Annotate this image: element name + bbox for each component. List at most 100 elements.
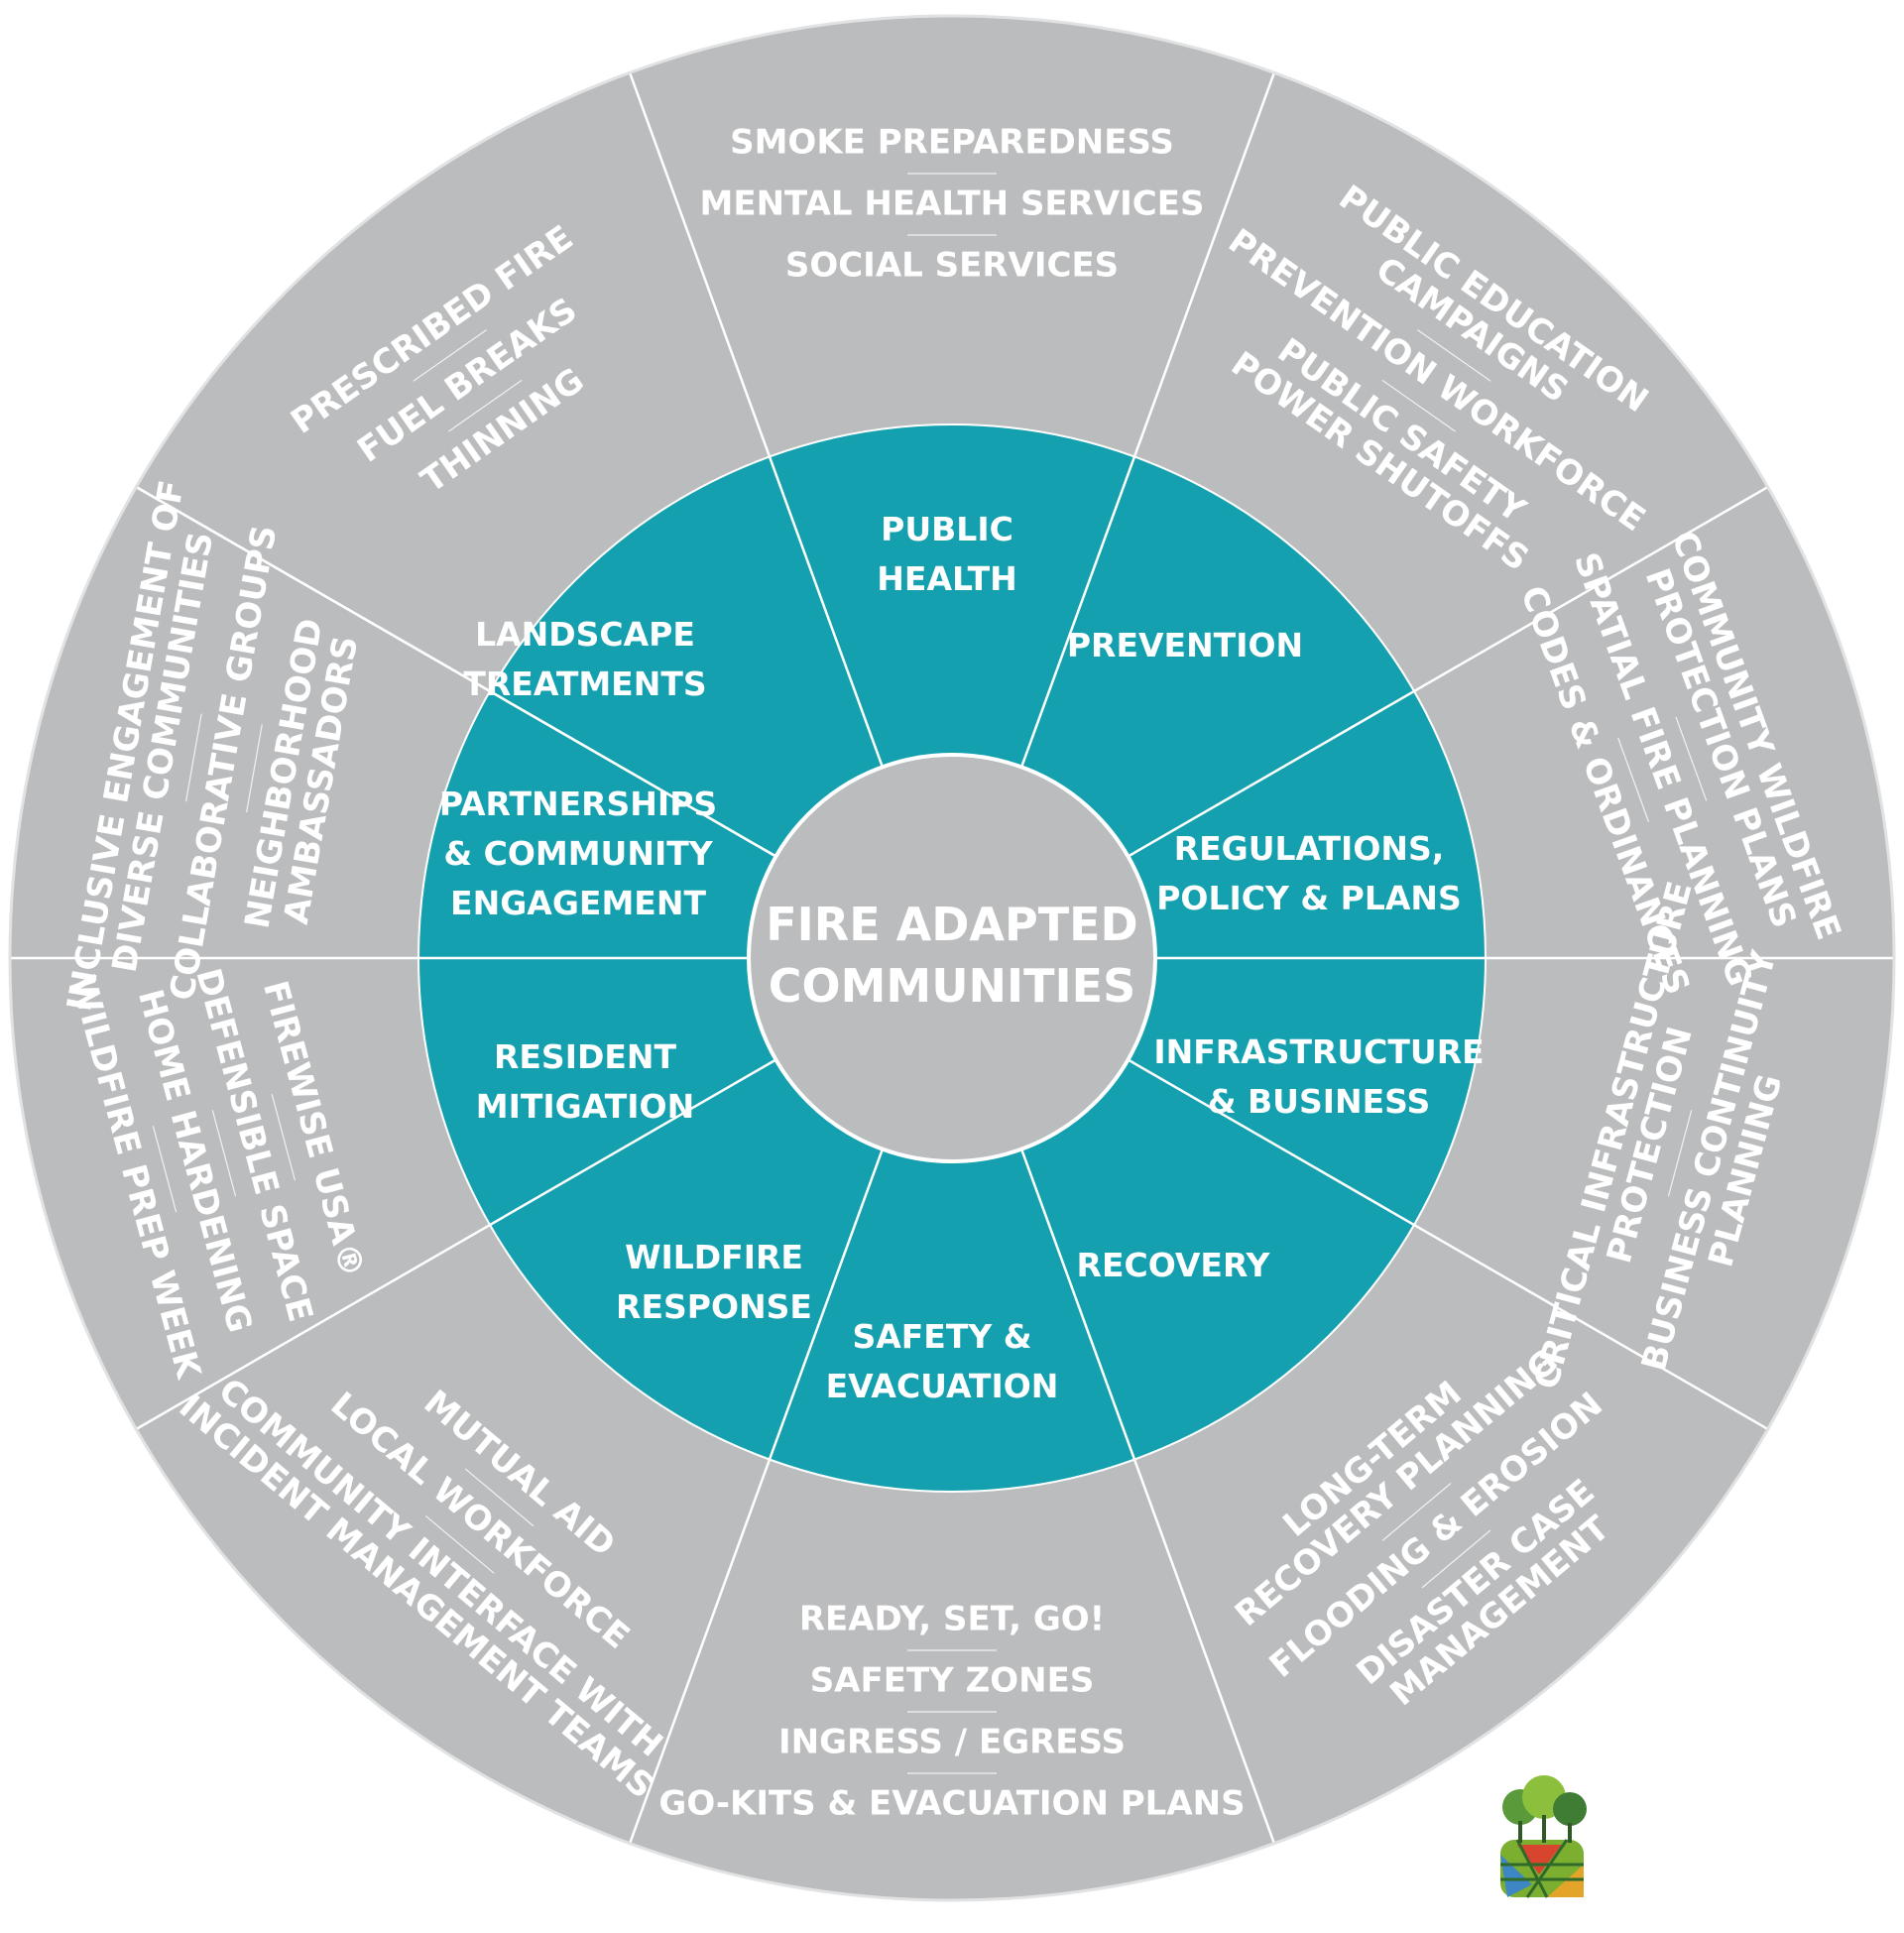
outer-segment-partnerships-community-engagement: [10, 487, 491, 958]
inner-segment-safety-evacuation: [769, 1147, 1135, 1492]
activity-line: INGRESS / EGRESS: [778, 1723, 1126, 1762]
activity-separator: [1667, 1110, 1693, 1197]
sector-name-recovery: RECOVERY: [1077, 1246, 1271, 1284]
activity-separator: [211, 1110, 237, 1197]
center-title-line: COMMUNITIES: [769, 959, 1135, 1013]
sector-name-infrastructure-business: INFRASTRUCTURE & BUSINESS: [1153, 1032, 1484, 1121]
inner-segment-wildfire-response: [490, 1058, 884, 1460]
center-title: FIRE ADAPTED COMMUNITIES: [766, 898, 1137, 1013]
activity-line: MENTAL HEALTH SERVICES: [700, 184, 1205, 224]
sector-divider: [1019, 1148, 1276, 1845]
activity-separator: [1617, 737, 1650, 822]
center-title-line: FIRE ADAPTED: [766, 898, 1137, 951]
activity-line: SMOKE PREPAREDNESS: [730, 123, 1174, 163]
activity-separator: [1421, 1529, 1491, 1589]
activity-line: SOCIAL SERVICES: [785, 246, 1119, 286]
activity-separator: [448, 379, 523, 432]
sector-name-line: TREATMENTS: [463, 664, 706, 703]
outer-segment-landscape-treatments: [136, 72, 770, 692]
sector-name-prevention: PREVENTION: [1067, 626, 1303, 664]
learning-network-logo: FIRE ADAPTED COMMUNITIES LEARNING NETWOR…: [1500, 1775, 1904, 1903]
sector-name-line: MITIGATION: [476, 1087, 694, 1126]
sector-name-line: EVACUATION: [826, 1367, 1059, 1405]
activity-separator: [184, 713, 202, 802]
sector-name-resident-mitigation: RESIDENT MITIGATION: [476, 1037, 694, 1126]
sector-divider: [1127, 1058, 1769, 1431]
sector-name-wildfire-response: WILDFIRE RESPONSE: [616, 1238, 812, 1326]
inner-segment-landscape-treatments: [490, 456, 884, 858]
activity-separator: [246, 724, 263, 813]
sector-divider: [628, 1148, 885, 1845]
sector-name-line: HEALTH: [877, 559, 1016, 598]
outer-segment-prevention: [1134, 72, 1768, 692]
activity-item: GO-KITS & EVACUATION PLANS: [658, 1784, 1245, 1824]
sector-divider: [1127, 485, 1769, 858]
inner-segment-prevention: [1020, 456, 1414, 858]
logo-line-1: FIRE ADAPTED: [1599, 1786, 1904, 1836]
sector-name-line: RESPONSE: [616, 1287, 812, 1326]
outer-segment-regulations-policy-plans: [1413, 487, 1894, 958]
activity-separator: [1417, 329, 1491, 382]
sector-name-line: PREVENTION: [1067, 626, 1303, 664]
sector-name-line: INFRASTRUCTURE: [1153, 1032, 1484, 1071]
activity-separator: [1381, 1483, 1452, 1541]
activity-item: READY, SET, GO!: [799, 1600, 1105, 1639]
center-circle: [747, 753, 1157, 1163]
activity-separator: [424, 1515, 495, 1574]
activity-separator: [152, 1126, 178, 1213]
activities-safety-evacuation: READY, SET, GO! SAFETY ZONES INGRESS / EGR…: [658, 1600, 1245, 1824]
wheel-sectors: [9, 16, 1894, 1901]
activity-item: SAFETY ZONES: [810, 1661, 1095, 1701]
sector-name-line: PARTNERSHIPS: [439, 785, 717, 823]
activities-public-health: SMOKE PREPAREDNESS MENTAL HEALTH SERVICES…: [700, 123, 1205, 286]
wheel-outline: [8, 14, 1896, 1902]
inner-segment-partnerships-community-engagement: [418, 691, 778, 958]
outer-segment-infrastructure-business: [1413, 958, 1894, 1429]
activity-separator: [1381, 379, 1456, 432]
sector-name-line: SAFETY &: [852, 1317, 1031, 1356]
ring-divider: [417, 423, 1487, 1493]
sector-name-line: & COMMUNITY: [443, 834, 713, 873]
logo-line-3: LEARNING NETWORK: [1601, 1877, 1904, 1903]
sector-name-line: RECOVERY: [1077, 1246, 1271, 1284]
sector-name-partnerships-community-engagement: PARTNERSHIPS & COMMUNITY ENGAGEMENT: [439, 785, 717, 922]
sector-name-line: RESIDENT: [494, 1037, 677, 1076]
outer-segment-safety-evacuation: [630, 1459, 1274, 1901]
activity-separator: [271, 1094, 297, 1181]
activity-item: MENTAL HEALTH SERVICES: [700, 184, 1205, 224]
logo-line-2: COMMUNITIES: [1599, 1828, 1904, 1877]
sector-divider: [135, 485, 777, 858]
sector-name-landscape-treatments: LANDSCAPE TREATMENTS: [463, 615, 706, 703]
sector-name-line: ENGAGEMENT: [450, 884, 706, 922]
inner-segment-public-health: [769, 424, 1135, 770]
tree-logo-icon: [1500, 1775, 1587, 1898]
activity-item: SOCIAL SERVICES: [785, 246, 1119, 286]
outer-segment-recovery: [1134, 1225, 1768, 1844]
sector-name-public-health: PUBLIC HEALTH: [877, 510, 1016, 598]
sector-name-line: PUBLIC: [881, 510, 1013, 548]
sector-name-line: WILDFIRE: [625, 1238, 803, 1276]
outer-segment-resident-mitigation: [9, 958, 491, 1429]
inner-segment-infrastructure-business: [1126, 958, 1486, 1225]
inner-segment-recovery: [1020, 1058, 1414, 1460]
sector-divider: [628, 71, 885, 768]
sector-name-safety-evacuation: SAFETY & EVACUATION: [826, 1317, 1059, 1405]
sector-name-line: & BUSINESS: [1208, 1082, 1430, 1121]
inner-segment-regulations-policy-plans: [1126, 691, 1486, 958]
sector-divider: [1019, 71, 1276, 768]
outer-segment-public-health: [630, 16, 1274, 457]
sector-name-line: REGULATIONS,: [1174, 829, 1445, 868]
wheel-dividers: [8, 14, 1896, 1902]
sector-divider: [135, 1058, 777, 1431]
activity-line: GO-KITS & EVACUATION PLANS: [658, 1784, 1245, 1824]
activity-separator: [1675, 716, 1708, 801]
activity-separator: [413, 329, 487, 382]
activity-item: INGRESS / EGRESS: [778, 1723, 1126, 1762]
activity-line: READY, SET, GO!: [799, 1600, 1105, 1639]
activity-separator: [464, 1468, 535, 1527]
sector-name-line: LANDSCAPE: [475, 615, 695, 654]
outer-segment-wildfire-response: [136, 1225, 770, 1844]
activity-line: SAFETY ZONES: [810, 1661, 1095, 1701]
sector-name-regulations-policy-plans: REGULATIONS,POLICY & PLANS: [1156, 829, 1462, 917]
